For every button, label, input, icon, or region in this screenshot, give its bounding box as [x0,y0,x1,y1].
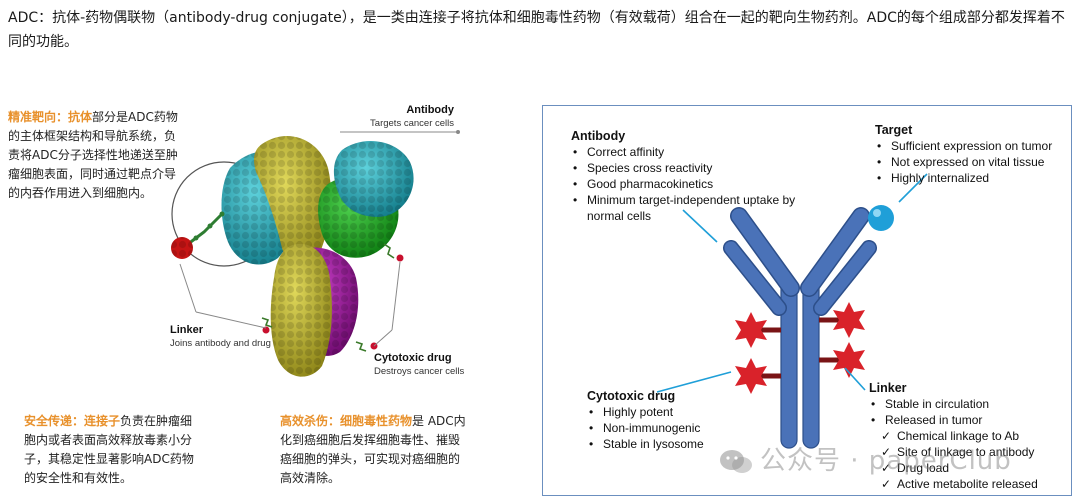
linker-leader-2 [195,311,267,329]
cytotoxic-leader-2 [373,329,393,347]
cytotoxic-properties: Cytotoxic drug Highly potent Non-immunog… [587,388,777,452]
drug-right-linker [383,243,395,259]
payload-star-left-bottom [735,358,767,394]
list-item: Stable in lysosome [587,436,777,452]
payload-star-right-top [833,302,865,338]
antibody-label-sub: Targets cancer cells [370,118,454,129]
target-sphere [868,205,894,231]
check-item: Site of linkage to antibody [881,444,1069,460]
antibody-paragraph: 精准靶向：抗体部分是ADC药物的主体框架结构和导航系统，负责将ADC分子选择性地… [8,108,184,203]
cytotoxic-paragraph: 高效杀伤：细胞毒性药物是 ADC内化到癌细胞后发挥细胞毒性、摧毁癌细胞的弹头，可… [280,412,466,488]
linker-pointer [844,367,866,391]
payload-star-right-bottom [833,342,865,378]
target-properties-title: Target [875,123,913,137]
payload-star-left-top [735,312,767,348]
list-item: Minimum target-independent uptake by nor… [571,192,821,224]
watermark-text: 公众号 · paperClub [760,446,1012,476]
linker-leader-1 [179,263,197,313]
wechat-icon [720,449,752,473]
antibody-highlight: 精准靶向：抗体 [8,110,93,124]
linker-properties: Linker Stable in circulation Released in… [869,380,1069,492]
linker-label-sub: Joins antibody and drug [170,338,271,349]
check-item: Chemical linkage to Ab [881,428,1069,444]
list-item: Species cross reactivity [571,160,821,176]
check-item: Active metabolite released [881,476,1069,492]
watermark: 公众号 · paperClub [718,440,1012,477]
drug-bottom-linker [355,341,367,352]
antibody-properties-title: Antibody [571,129,626,143]
linker-properties-title: Linker [869,381,907,395]
list-item: Highly internalized [875,170,1065,186]
intro-text: ADC：抗体-药物偶联物（antibody-drug conjugate），是一… [8,10,1065,50]
cytotoxic-label-sub: Destroys cancer cells [374,366,465,377]
cytotoxic-pointer [656,371,732,393]
list-item: Highly potent [587,404,777,420]
linker-paragraph: 安全传递：连接子负责在肿瘤细胞内或者表面高效释放毒素小分子，其稳定性显著影响AD… [24,412,202,488]
linker-paragraph-text: 负责在肿瘤细胞内或者表面高效释放毒素小分子，其稳定性显著影响ADC药物的安全性和… [24,414,194,485]
antibody-properties: Antibody Correct affinity Species cross … [571,128,821,224]
target-properties: Target Sufficient expression on tumor No… [875,122,1065,186]
list-item: Sufficient expression on tumor [875,138,1065,154]
adc-schematic-diagram: Antibody Correct affinity Species cross … [542,105,1072,496]
list-item: Good pharmacokinetics [571,176,821,192]
cytotoxic-label-title: Cytotoxic drug [374,352,452,364]
antibody-paragraph-text: 部分是ADC药物的主体框架结构和导航系统，负责将ADC分子选择性地递送至肿瘤细胞… [8,110,178,200]
list-item: Non-immunogenic [587,420,777,436]
check-item: Drug load [881,460,1069,476]
antibody-label-title: Antibody [406,104,454,116]
list-item: Stable in circulation [869,396,1069,412]
zoom-linker-chain [187,212,224,246]
adc-molecule-svg [171,130,460,377]
list-item: Correct affinity [571,144,821,160]
drug-left-linker [261,317,273,328]
cytotoxic-leader-1 [391,261,401,331]
cytotoxic-paragraph-text: 是 ADC内化到癌细胞后发挥细胞毒性、摧毁癌细胞的弹头，可实现对癌细胞的高效清除… [280,414,466,485]
linker-highlight: 安全传递：连接子 [24,414,121,428]
list-item: Not expressed on vital tissue [875,154,1065,170]
adc-schematic-svg [656,173,928,449]
drug-right [396,254,404,262]
linker-label-title: Linker [170,324,204,336]
drug-left [262,326,270,334]
list-item: Released in tumor [869,412,1069,428]
cytotoxic-highlight: 高效杀伤：细胞毒性药物 [280,414,413,428]
cytotoxic-properties-title: Cytotoxic drug [587,389,676,403]
